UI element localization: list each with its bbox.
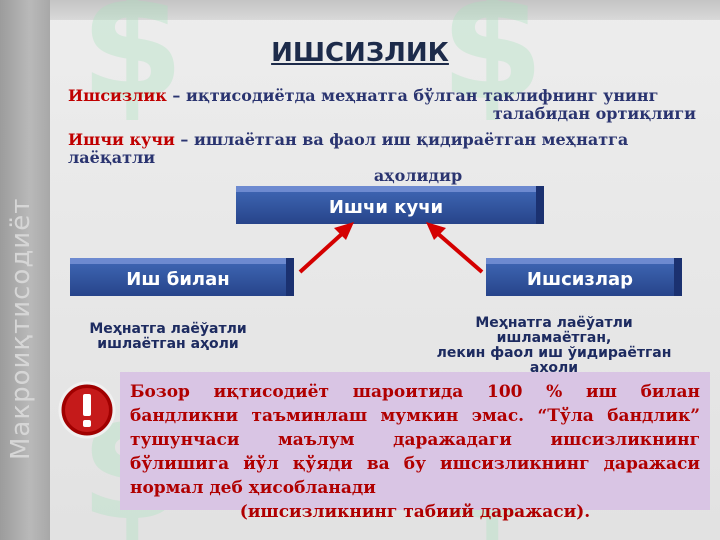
definition-text-cont: талабидан ортиқлиги <box>492 104 696 123</box>
definition-text: – ишлаётган ва фаол иш қидираётган меҳна… <box>68 130 629 167</box>
unemployed-desc-line: ишламаётган, <box>496 330 612 346</box>
note-box: Бозор иқтисодиёт шароитида 100 % иш била… <box>120 372 710 522</box>
page-title: ИШСИЗЛИК <box>271 38 449 68</box>
box-employed: Иш билан <box>70 258 294 296</box>
arrow-right-head <box>426 222 446 240</box>
arrow-left <box>298 230 346 274</box>
unemployed-description: Меҳнатга лаёўатли ишламаётган, лекин фао… <box>424 316 684 376</box>
unemployed-desc-line: Меҳнатга лаёўатли <box>475 315 633 331</box>
definition-term: Ишсизлик <box>68 86 167 105</box>
sidebar: Макроиқтисодиёт <box>0 0 50 540</box>
employed-description: Меҳнатга лаёўатли ишлаётган аҳоли <box>70 322 266 352</box>
definition-text: – иқтисодиётда меҳнатга бўлган таклифнин… <box>166 86 659 105</box>
box-labor-force: Ишчи кучи <box>236 186 544 224</box>
definition-term: Ишчи кучи <box>68 130 175 149</box>
unemployed-desc-line: аҳоли <box>529 360 579 376</box>
definition-text-cont: аҳолидир <box>373 166 463 185</box>
employed-desc-line: Меҳнатга лаёўатли <box>89 321 247 337</box>
note-text: Бозор иқтисодиёт шароитида 100 % иш била… <box>130 382 700 498</box>
note-text-last: (ишсизликнинг табиий даражаси). <box>239 502 591 522</box>
top-strip <box>50 0 720 20</box>
unemployed-desc-line: лекин фаол иш ўидираётган <box>436 345 672 361</box>
definition-unemployment: Ишсизлик – иқтисодиётда меҳнатга бўлган … <box>68 87 708 123</box>
arrow-left-head <box>334 222 354 240</box>
employed-desc-line: ишлаётган аҳоли <box>97 336 239 352</box>
box-unemployed: Ишсизлар <box>486 258 682 296</box>
arrow-right <box>434 230 484 274</box>
definition-labor-force: Ишчи кучи – ишлаётган ва фаол иш қидираё… <box>68 131 708 185</box>
exclamation-icon <box>58 381 116 439</box>
